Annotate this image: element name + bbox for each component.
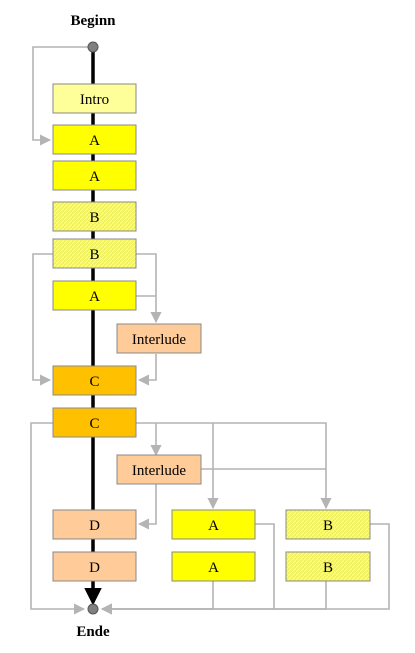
end-label: Ende bbox=[76, 624, 110, 640]
svg-text:Intro: Intro bbox=[80, 92, 109, 108]
svg-text:B: B bbox=[89, 210, 99, 226]
svg-text:Interlude: Interlude bbox=[132, 463, 186, 479]
box-interlude-1: Interlude bbox=[116, 323, 202, 354]
svg-text:A: A bbox=[89, 133, 100, 149]
svg-text:D: D bbox=[89, 560, 100, 576]
box-d-1: D bbox=[52, 509, 137, 540]
svg-text:C: C bbox=[89, 416, 99, 432]
svg-text:B: B bbox=[323, 560, 333, 576]
box-a-branch-1: A bbox=[171, 509, 256, 540]
svg-text:A: A bbox=[208, 560, 219, 576]
box-b-branch-2: B bbox=[285, 551, 371, 582]
box-b-2: B bbox=[52, 238, 137, 269]
box-interlude-2: Interlude bbox=[116, 454, 202, 485]
box-a-1: A bbox=[52, 124, 137, 155]
svg-text:A: A bbox=[89, 169, 100, 185]
box-c-1: C bbox=[52, 365, 137, 396]
box-c-2: C bbox=[52, 407, 137, 438]
box-a-3: A bbox=[52, 280, 137, 311]
svg-text:Interlude: Interlude bbox=[132, 332, 186, 348]
box-b-1: B bbox=[52, 201, 137, 232]
svg-text:B: B bbox=[89, 247, 99, 263]
svg-text:A: A bbox=[208, 518, 219, 534]
box-b-branch-1: B bbox=[285, 509, 371, 540]
connectors bbox=[30, 46, 390, 615]
svg-text:A: A bbox=[89, 289, 100, 305]
start-label: Beginn bbox=[70, 13, 116, 29]
box-a-branch-2: A bbox=[171, 551, 256, 582]
start-node bbox=[87, 41, 99, 53]
box-intro: Intro bbox=[52, 83, 137, 114]
box-a-2: A bbox=[52, 160, 137, 191]
svg-text:D: D bbox=[89, 518, 100, 534]
svg-text:C: C bbox=[89, 374, 99, 390]
svg-text:B: B bbox=[323, 518, 333, 534]
box-d-2: D bbox=[52, 551, 137, 582]
end-node bbox=[87, 603, 99, 615]
